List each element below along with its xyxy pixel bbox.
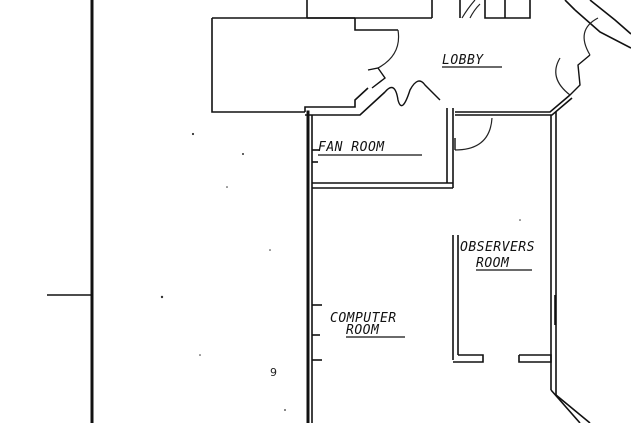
lobby-top-walls <box>459 0 631 49</box>
fan-room-label-group: FAN ROOM <box>318 140 422 156</box>
left-exterior-wall <box>47 0 94 423</box>
computer-room-marks <box>312 149 322 361</box>
door-fan-room-double <box>384 80 441 107</box>
fan-room-walls <box>306 108 454 423</box>
upper-left-room-walls <box>211 0 433 113</box>
observers-room-label-line1: OBSERVERS <box>460 240 535 255</box>
lobby-label: LOBBY <box>442 53 484 68</box>
observers-room-label-line2: ROOM <box>476 256 510 271</box>
door-lobby-northeast <box>555 17 599 96</box>
lobby-lower-walls <box>304 87 573 116</box>
right-corridor-walls <box>550 112 591 423</box>
lobby-label-group: LOBBY <box>442 53 502 68</box>
observers-room-label-group: OBSERVERS ROOM <box>460 240 535 271</box>
scan-speckles <box>160 132 521 411</box>
computer-room-label-line2: ROOM <box>346 323 380 338</box>
observers-room-walls <box>452 235 556 363</box>
door-lobby-east <box>454 117 493 151</box>
stray-mark-label: 9 <box>270 366 277 379</box>
computer-room-label-group: COMPUTER ROOM <box>330 311 405 338</box>
door-lobby-north <box>461 0 481 19</box>
computer-room-label-line1: COMPUTER <box>330 311 397 326</box>
fan-room-label: FAN ROOM <box>318 140 385 155</box>
door-lobby-west <box>367 29 400 89</box>
